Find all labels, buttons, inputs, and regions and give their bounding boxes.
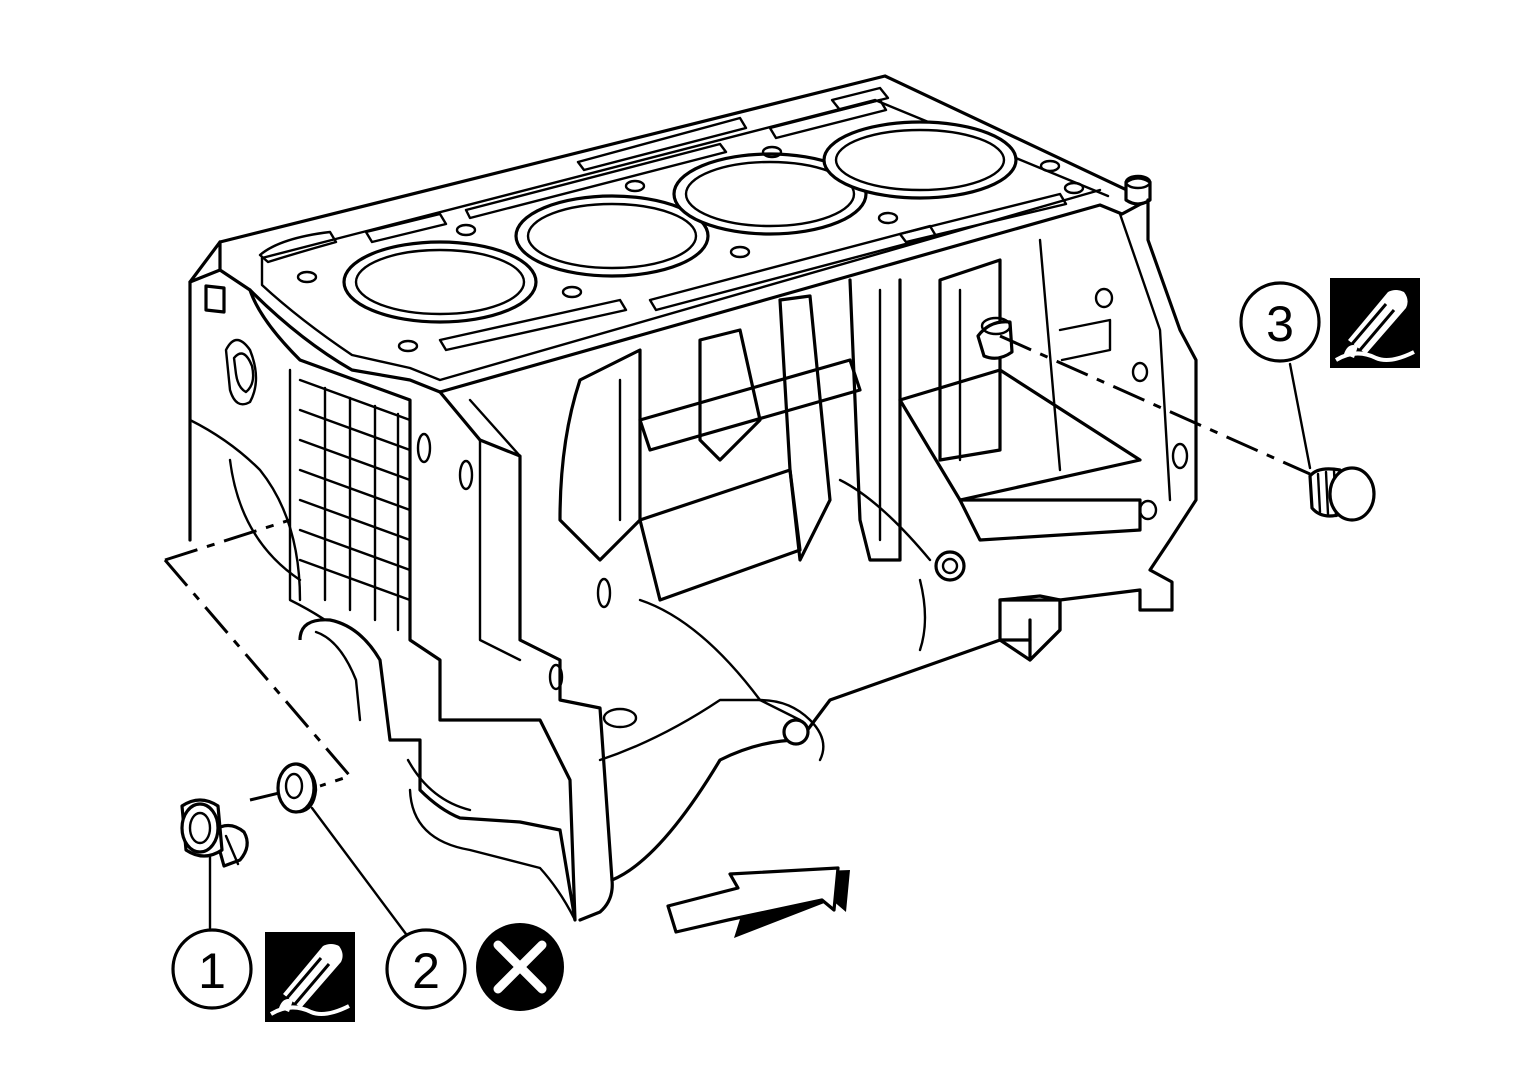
callout-1-label: 1 xyxy=(198,943,226,999)
plug-1 xyxy=(180,798,249,868)
assembly-centerlines xyxy=(163,334,1311,802)
leader-2 xyxy=(310,806,408,936)
leader-3 xyxy=(1288,362,1312,470)
main-bearing-bulkheads xyxy=(558,238,1142,722)
plug-3 xyxy=(1308,466,1376,522)
sealant-icon xyxy=(265,932,355,1022)
sealant-icon xyxy=(1330,278,1420,368)
callout-3: 3 xyxy=(1239,281,1321,363)
do-not-reuse-icon xyxy=(476,923,564,1011)
callout-2-label: 2 xyxy=(412,943,440,999)
water-jacket-ribs xyxy=(298,378,412,632)
cylinder-bores xyxy=(342,120,1018,324)
callout-3-label: 3 xyxy=(1266,296,1294,352)
deck-bolt-holes xyxy=(258,86,1085,353)
callout-1: 1 xyxy=(171,928,253,1010)
cylinder-block xyxy=(188,74,1198,922)
washer-2 xyxy=(276,762,318,814)
callout-2: 2 xyxy=(385,928,467,1010)
front-direction-arrow-icon xyxy=(666,866,850,938)
